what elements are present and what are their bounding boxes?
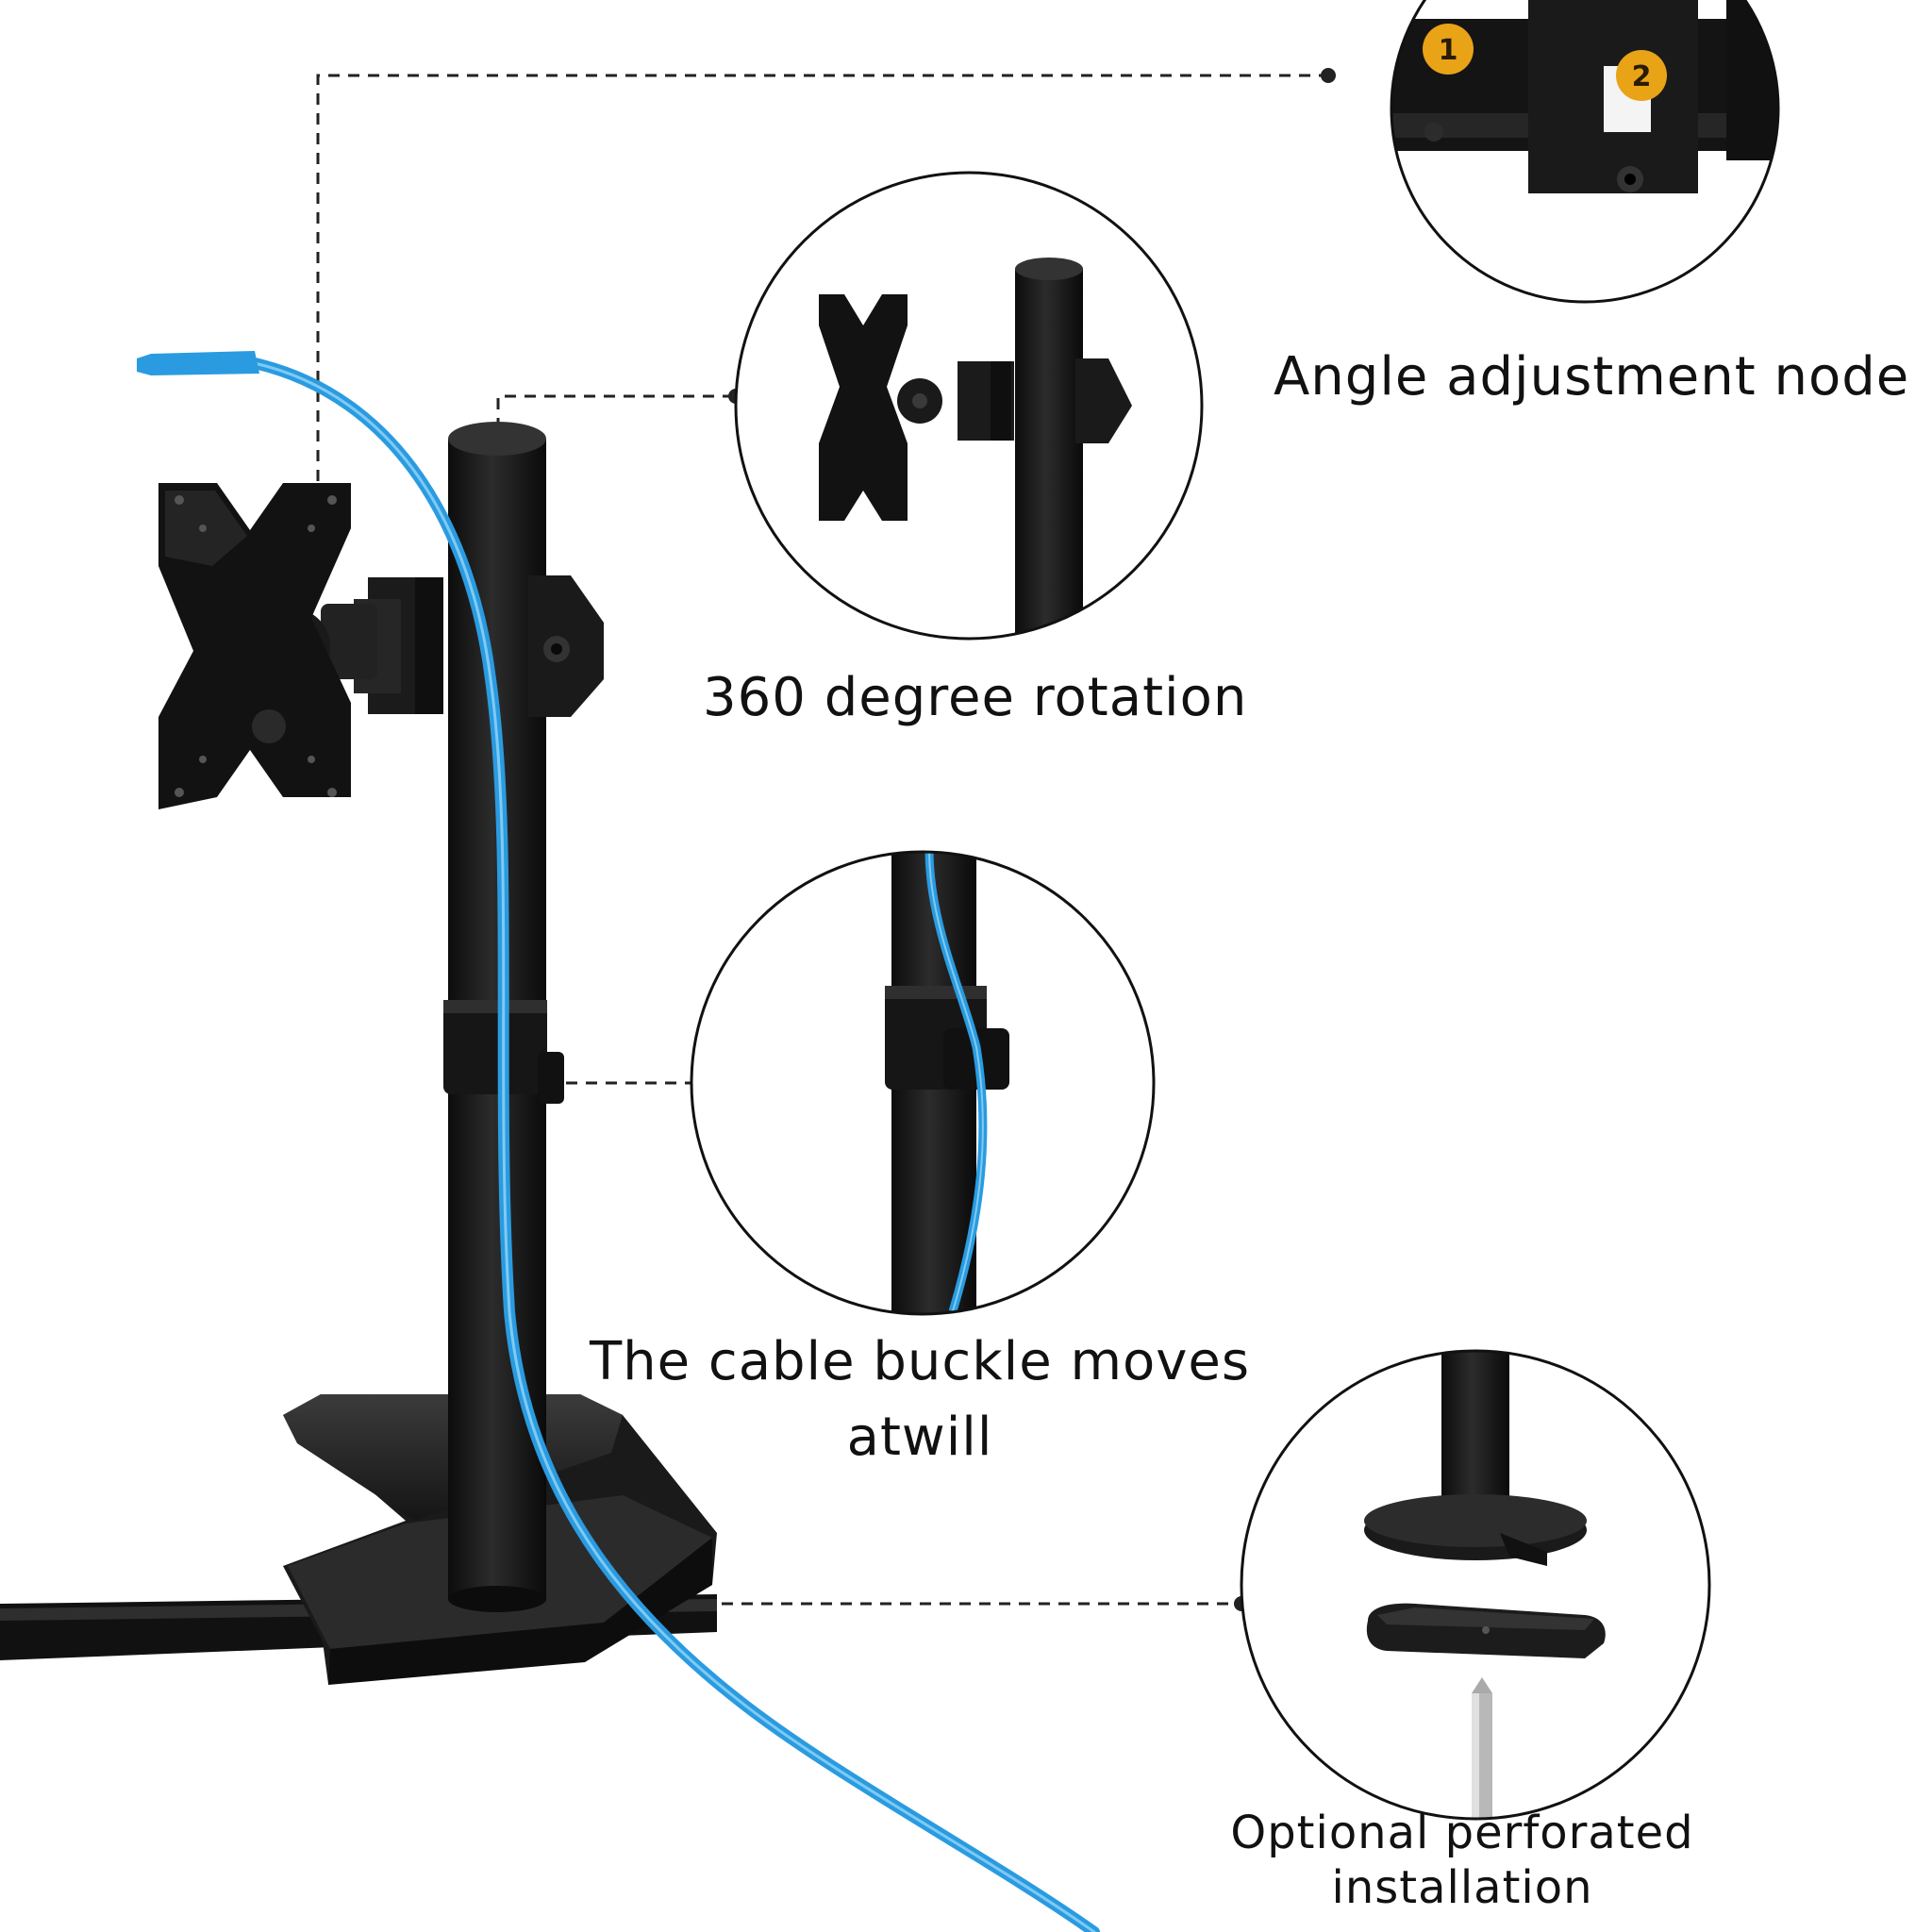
leader-dot-angle-node [1321,68,1336,83]
monitor-stand [0,351,1100,1932]
caption-perforated-installation: Optional perforated installation [1230,1807,1694,1914]
svg-text:2: 2 [1632,60,1652,93]
leader-line-rotation [496,394,736,429]
badge-1: 1 [1423,24,1474,75]
leader-line-angle-node [316,74,1328,481]
badge-2: 2 [1616,50,1667,101]
callout-cable-buckle [690,850,1156,1316]
pole-clamp [528,575,604,717]
caption-360-rotation: 360 degree rotation [703,667,1248,728]
callout-angle-adjustment-node: 1 2 [1390,0,1780,304]
cable [137,351,1100,1932]
caption-cable-buckle: The cable buckle moves atwill [589,1331,1251,1468]
cable-buckle [443,1000,564,1104]
cable-connector [137,351,259,375]
callout-360-rotation [734,171,1204,641]
vesa-plate [158,483,351,809]
callout-perforated-installation [1240,1349,1711,1821]
caption-angle-adjustment-node: Angle adjustment node [1274,346,1910,408]
svg-text:1: 1 [1439,34,1458,67]
